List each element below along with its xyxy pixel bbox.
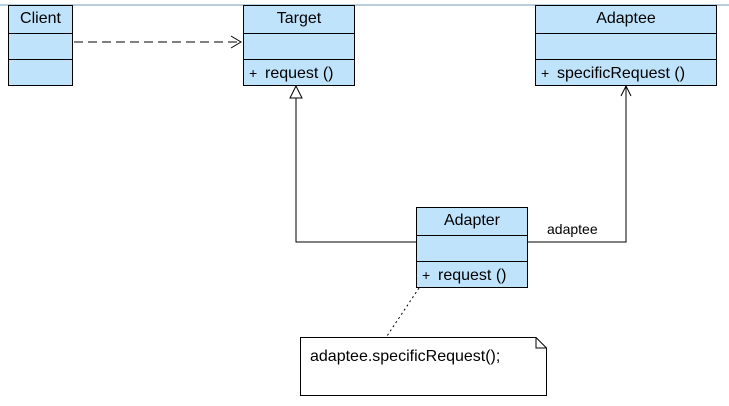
note[interactable]: adaptee.specificRequest(); — [300, 337, 547, 396]
class-adapter[interactable]: Adapter + request () — [416, 207, 528, 288]
class-name: Client — [20, 10, 61, 27]
hollow-arrowhead-icon — [289, 84, 303, 99]
realization-adapter-target — [289, 84, 416, 243]
note-shape — [300, 337, 547, 396]
note-text: adaptee.specificRequest(); — [310, 348, 501, 365]
open-arrowhead-icon — [620, 84, 632, 97]
attributes-compartment — [417, 235, 527, 261]
dependency-client-target — [74, 35, 242, 49]
top-rule — [0, 4, 729, 6]
operations-compartment: + specificRequest () — [536, 59, 716, 85]
operation-specific-request: specificRequest () — [557, 65, 686, 82]
attributes-compartment — [536, 33, 716, 59]
folded-corner-icon — [535, 337, 547, 349]
operations-compartment — [9, 59, 72, 85]
class-name: Target — [276, 10, 322, 27]
class-adaptee[interactable]: Adaptee + specificRequest () — [535, 5, 717, 86]
note-anchor-line — [384, 287, 420, 340]
class-name: Adaptee — [596, 10, 656, 27]
operations-compartment: + request () — [244, 59, 354, 85]
visibility-public: + — [541, 65, 550, 81]
attributes-compartment — [244, 33, 354, 59]
attributes-compartment — [9, 33, 72, 59]
association-adapter-adaptee — [528, 84, 632, 243]
visibility-public: + — [249, 65, 258, 81]
operation-request: request () — [438, 267, 507, 284]
operations-compartment: + request () — [417, 261, 527, 287]
class-target[interactable]: Target + request () — [243, 5, 355, 86]
visibility-public: + — [422, 267, 431, 283]
operation-request: request () — [265, 65, 334, 82]
association-label: adaptee — [547, 221, 598, 237]
class-name: Adapter — [443, 212, 501, 229]
class-client[interactable]: Client — [8, 5, 73, 86]
